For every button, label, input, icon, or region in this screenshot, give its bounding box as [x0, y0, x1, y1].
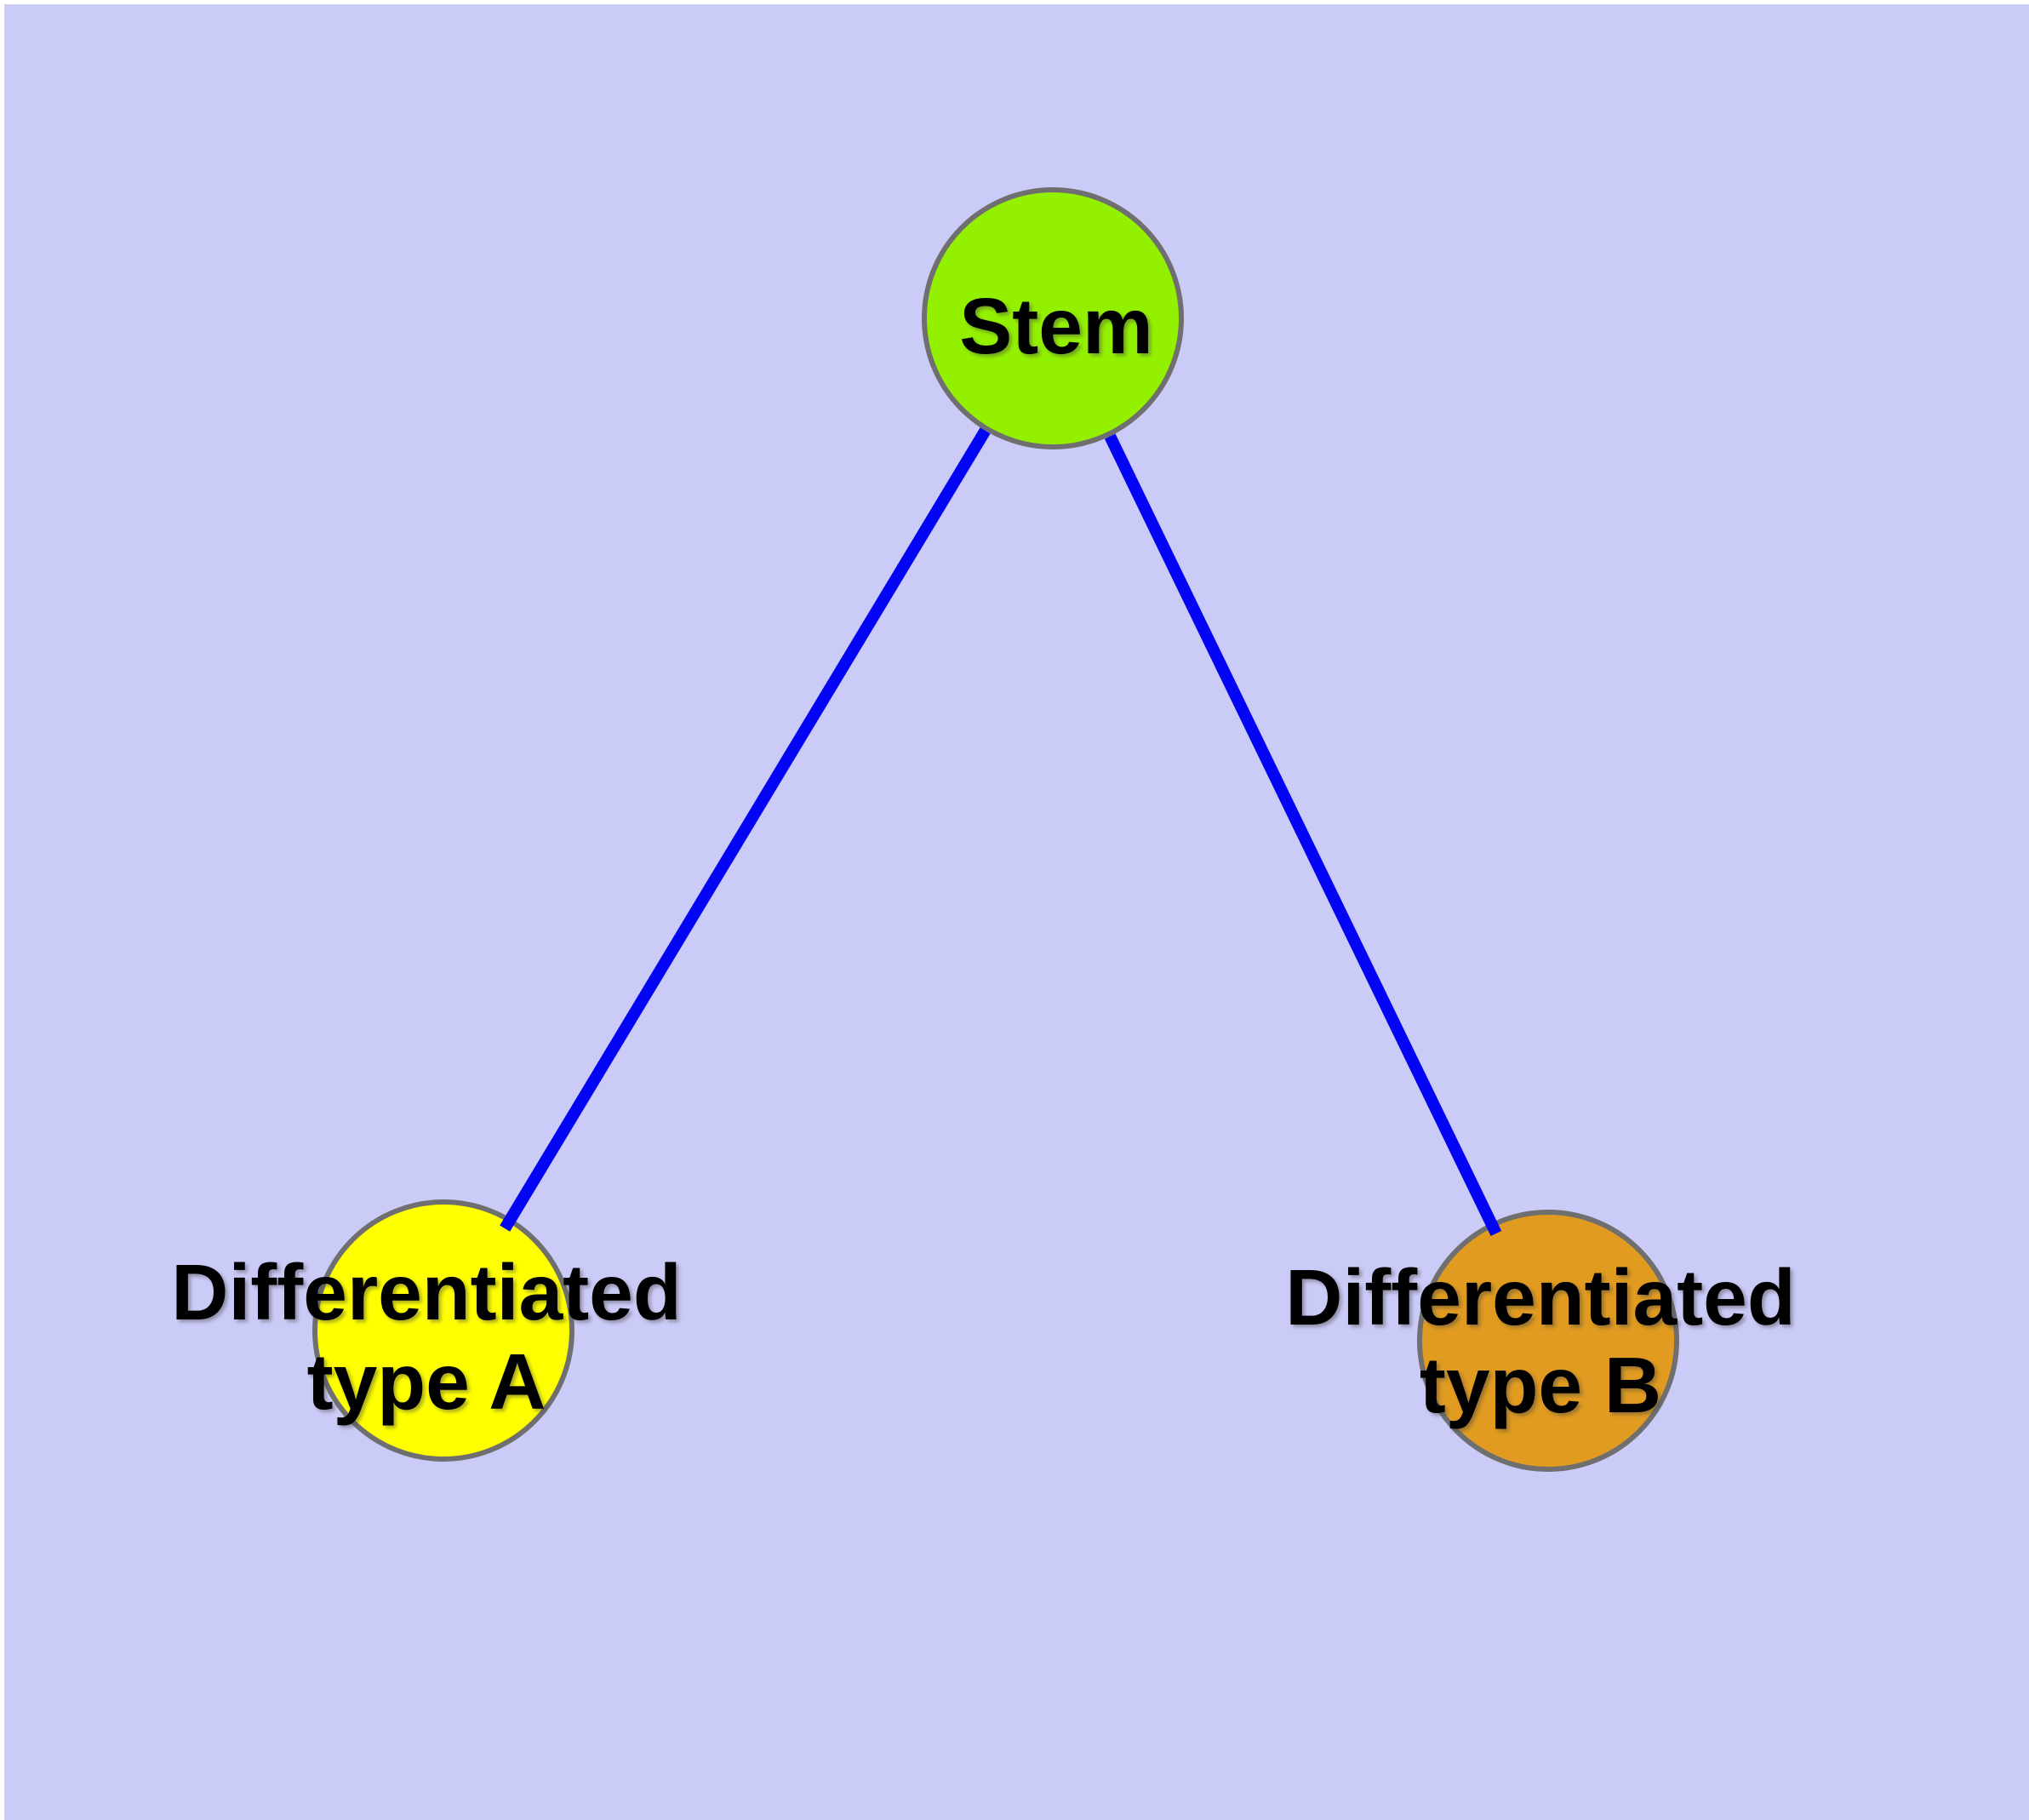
- node-type-a-label-line1: Differentiated: [171, 1248, 681, 1336]
- node-type-a-label-line2: type A: [307, 1337, 546, 1426]
- node-type-b-label-line1: Differentiated: [1285, 1253, 1795, 1342]
- node-type-b-label-line2: type B: [1420, 1341, 1661, 1429]
- edge-stem-to-type-b[interactable]: [1104, 433, 1502, 1237]
- node-differentiated-type-b[interactable]: [1417, 1210, 1679, 1472]
- node-stem-label: Stem: [959, 282, 1152, 370]
- node-stem[interactable]: [922, 187, 1184, 449]
- node-differentiated-type-a[interactable]: [312, 1199, 574, 1462]
- edge-stem-to-type-a[interactable]: [500, 427, 991, 1232]
